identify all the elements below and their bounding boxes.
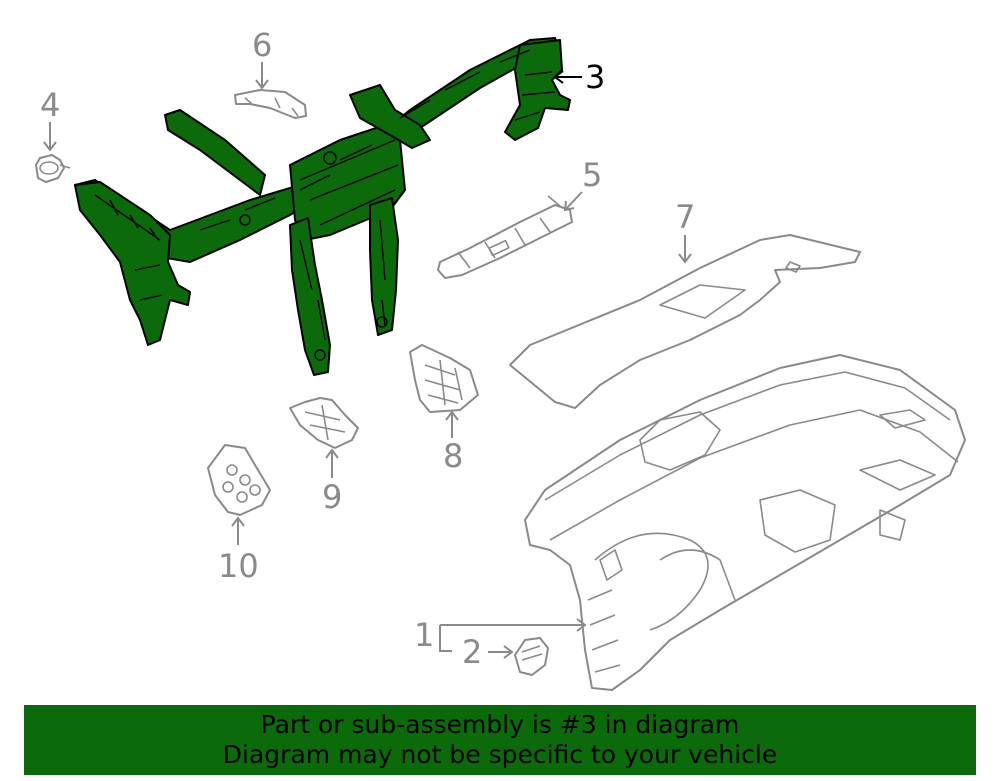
panel-7-part[interactable] (509, 234, 861, 409)
callout-2: 2 (462, 633, 514, 671)
callout-4: 4 (40, 86, 60, 152)
bracket-9-part[interactable] (289, 397, 359, 449)
callout-label-3: 3 (585, 58, 605, 96)
callout-label-8: 8 (443, 437, 463, 475)
callout-9: 9 (322, 448, 342, 516)
vent-2-part[interactable] (514, 637, 549, 676)
callout-1: 1 (414, 616, 587, 654)
callout-5: 5 (563, 156, 602, 212)
callout-8: 8 (443, 410, 463, 475)
bracket-10-part[interactable] (207, 444, 271, 516)
reinforcement-beam-part[interactable] (74, 37, 571, 376)
callout-label-10: 10 (218, 547, 259, 585)
callout-label-4: 4 (40, 86, 60, 124)
callout-label-9: 9 (322, 478, 342, 516)
instrument-panel-1-part[interactable] (524, 354, 966, 691)
callout-3: 3 (553, 58, 605, 96)
callout-label-6: 6 (252, 26, 272, 64)
callout-10: 10 (218, 516, 259, 585)
banner-line-1: Part or sub-assembly is #3 in diagram (260, 710, 740, 739)
callout-7: 7 (675, 198, 695, 264)
bracket-8-part[interactable] (409, 344, 479, 413)
callout-label-2: 2 (462, 633, 482, 671)
parts-diagram: 6 4 3 5 7 8 9 10 1 2 (35, 26, 966, 691)
bracket-5-part[interactable] (437, 195, 573, 279)
callout-label-5: 5 (582, 156, 602, 194)
notice-banner: Part or sub-assembly is #3 in diagram Di… (24, 705, 976, 775)
clip-4-part[interactable] (35, 154, 71, 183)
callout-label-1: 1 (414, 616, 434, 654)
callout-6: 6 (252, 26, 272, 90)
callout-label-7: 7 (675, 198, 695, 236)
banner-line-2: Diagram may not be specific to your vehi… (222, 740, 778, 769)
bracket-6-part[interactable] (234, 89, 307, 119)
